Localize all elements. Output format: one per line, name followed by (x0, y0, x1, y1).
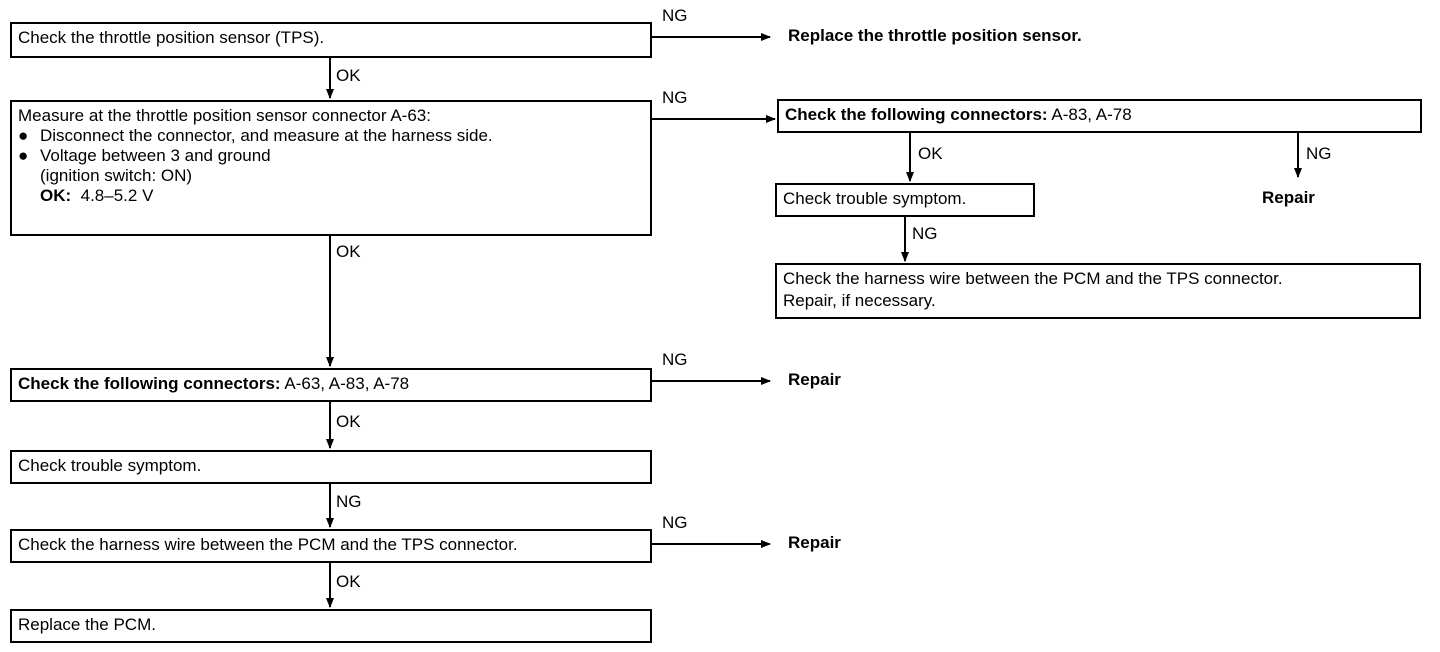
measure-intro-text: Measure at the throttle position sensor … (18, 106, 431, 125)
right-check-connectors-box: Check the following connectors: A-83, A-… (777, 99, 1422, 133)
right-check-harness-line2: Repair, if necessary. (783, 291, 936, 310)
ng-label-4: NG (336, 492, 362, 511)
repair-result-1: Repair (788, 370, 841, 389)
ok-label-1: OK (336, 66, 361, 85)
measure-item-2-text: Voltage between 3 and ground (40, 146, 271, 165)
check-connectors-box: Check the following connectors: A-63, A-… (10, 368, 652, 402)
ok-label-2: OK (336, 242, 361, 261)
right-check-connectors-list: A-83, A-78 (1047, 105, 1132, 124)
measure-item-2-cond: (ignition switch: ON) (40, 166, 193, 185)
ok-label-3: OK (336, 412, 361, 431)
check-harness-text: Check the harness wire between the PCM a… (18, 535, 518, 554)
check-connectors-list: A-63, A-83, A-78 (280, 374, 410, 393)
check-symptom-box: Check trouble symptom. (10, 450, 652, 484)
right-check-harness-line1: Check the harness wire between the PCM a… (783, 269, 1283, 288)
bullet-2: ● (18, 146, 29, 165)
replace-tps-result: Replace the throttle position sensor. (788, 26, 1082, 45)
ok-spec-value: 4.8–5.2 V (80, 186, 154, 205)
ng-label-2: NG (662, 88, 688, 107)
ok-label-right: OK (918, 144, 943, 163)
check-harness-box: Check the harness wire between the PCM a… (10, 529, 652, 563)
ng-label-right-1: NG (1306, 144, 1332, 163)
ok-label-5: OK (336, 572, 361, 591)
measure-item-1-text: Disconnect the connector, and measure at… (40, 126, 493, 145)
right-check-connectors-heading: Check the following connectors: (785, 105, 1048, 124)
replace-pcm-box: Replace the PCM. (10, 609, 652, 643)
ok-spec-label: OK: (40, 186, 72, 205)
right-check-symptom-text: Check trouble symptom. (783, 189, 967, 208)
check-connectors-heading: Check the following connectors: (18, 374, 281, 393)
right-check-symptom-box: Check trouble symptom. (775, 183, 1035, 217)
check-symptom-text: Check trouble symptom. (18, 456, 202, 475)
ng-label-right-2: NG (912, 224, 938, 243)
right-check-harness-box: Check the harness wire between the PCM a… (775, 263, 1421, 319)
check-tps-text: Check the throttle position sensor (TPS)… (18, 28, 325, 47)
repair-result-2: Repair (788, 533, 841, 552)
measure-item-2: ● Voltage between 3 and ground (18, 146, 644, 166)
measure-connector-box: Measure at the throttle position sensor … (10, 100, 652, 236)
repair-result-right: Repair (1262, 188, 1315, 207)
ng-label-3: NG (662, 350, 688, 369)
measure-ok-spec: OK: 4.8–5.2 V (18, 186, 644, 206)
replace-pcm-text: Replace the PCM. (18, 615, 156, 634)
ng-label-5: NG (662, 513, 688, 532)
check-tps-box: Check the throttle position sensor (TPS)… (10, 22, 652, 58)
measure-item-1: ● Disconnect the connector, and measure a… (18, 126, 644, 146)
bullet-1: ● (18, 126, 29, 145)
ng-label-1: NG (662, 6, 688, 25)
